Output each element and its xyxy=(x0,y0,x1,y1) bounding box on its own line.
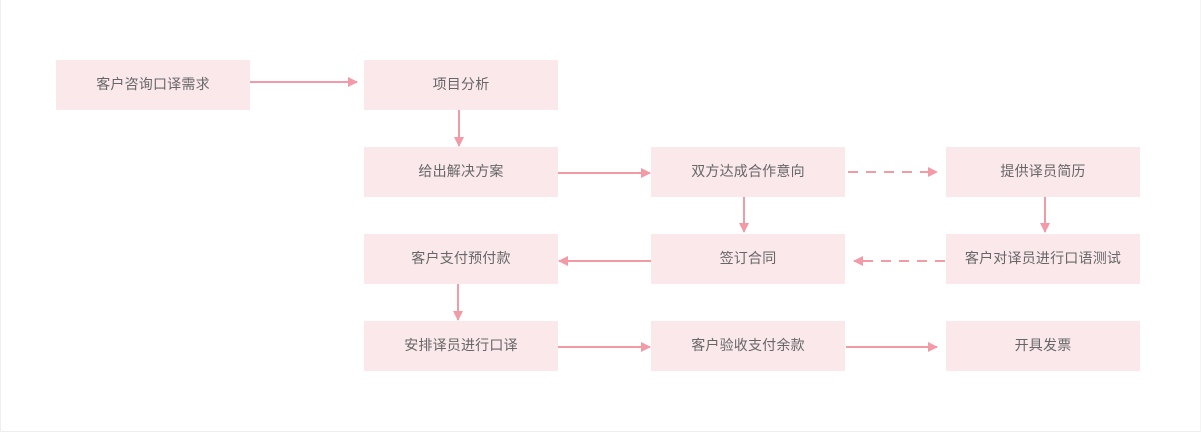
node-consult: 客户咨询口译需求 xyxy=(56,60,250,110)
node-invoice: 开具发票 xyxy=(946,321,1140,371)
node-analysis: 项目分析 xyxy=(364,60,558,110)
node-resume: 提供译员简历 xyxy=(946,147,1140,197)
node-test: 客户对译员进行口语测试 xyxy=(946,234,1140,284)
node-prepay: 客户支付预付款 xyxy=(364,234,558,284)
node-accept: 客户验收支付余款 xyxy=(651,321,845,371)
node-intent: 双方达成合作意向 xyxy=(651,147,845,197)
node-contract: 签订合同 xyxy=(651,234,845,284)
node-solution: 给出解决方案 xyxy=(364,147,558,197)
node-arrange: 安排译员进行口译 xyxy=(364,321,558,371)
